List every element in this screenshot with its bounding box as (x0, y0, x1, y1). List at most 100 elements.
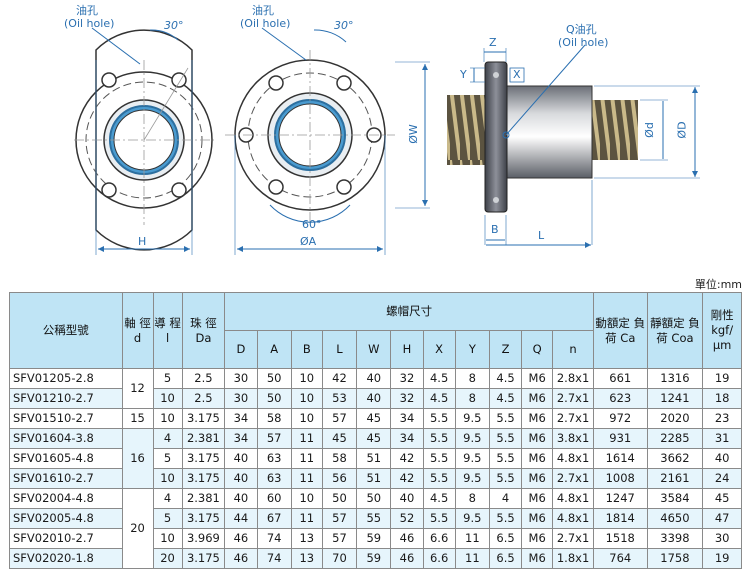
cell-a: 63 (256, 448, 292, 469)
cell-b: 11 (290, 468, 323, 489)
cell-x: 4.5 (422, 488, 456, 509)
header-dynamic: 動額定 負荷 Ca (592, 292, 648, 369)
cell-coa: 3398 (646, 528, 704, 549)
model-cell: SFV01205-2.8 (9, 368, 123, 389)
cell-b: 10 (290, 368, 323, 389)
sub-header: n (552, 330, 594, 369)
cell-d: 30 (224, 368, 258, 389)
cell-n: 4.8x1 (552, 508, 594, 529)
cell-n: 2.7x1 (552, 528, 594, 549)
model-cell: SFV02010-2.7 (9, 528, 123, 549)
cell-w: 55 (356, 508, 392, 529)
cell-lead: 10 (152, 468, 183, 489)
cell-y: 9.5 (454, 508, 490, 529)
cell-x: 5.5 (422, 428, 456, 449)
cell-y: 9.5 (454, 468, 490, 489)
cell-w: 40 (356, 388, 392, 409)
cell-h: 34 (390, 428, 424, 449)
dim-b-label: B (491, 223, 499, 236)
cell-z: 6.5 (488, 548, 523, 569)
cell-w: 51 (356, 468, 392, 489)
dim-a-label: ØA (300, 235, 317, 248)
sub-header: X (422, 330, 456, 369)
cell-b: 10 (290, 388, 323, 409)
cell-h: 42 (390, 468, 424, 489)
shaft-diameter-cell: 16 (121, 428, 154, 489)
cell-n: 1.8x1 (552, 548, 594, 569)
cell-x: 4.5 (422, 368, 456, 389)
cell-x: 5.5 (422, 468, 456, 489)
cell-k: 19 (702, 368, 742, 389)
cell-b: 11 (290, 428, 323, 449)
cell-q: M6 (521, 388, 554, 409)
cell-q: M6 (521, 448, 554, 469)
cell-q: M6 (521, 548, 554, 569)
cell-w: 45 (356, 428, 392, 449)
cell-ca: 623 (592, 388, 648, 409)
cell-da: 3.175 (181, 548, 226, 569)
cell-a: 67 (256, 508, 292, 529)
cell-coa: 4650 (646, 508, 704, 529)
cell-q: M6 (521, 468, 554, 489)
cell-lead: 10 (152, 408, 183, 429)
cell-lead: 10 (152, 528, 183, 549)
cell-h: 32 (390, 388, 424, 409)
cell-da: 3.969 (181, 528, 226, 549)
cell-ca: 661 (592, 368, 648, 389)
cell-q: M6 (521, 368, 554, 389)
cell-a: 58 (256, 408, 292, 429)
cell-k: 24 (702, 468, 742, 489)
cell-da: 2.381 (181, 488, 226, 509)
cell-d: 44 (224, 508, 258, 529)
cell-l: 50 (321, 488, 358, 509)
dim-l-label: L (538, 229, 545, 242)
cell-y: 11 (454, 528, 490, 549)
cell-h: 32 (390, 368, 424, 389)
cell-a: 63 (256, 468, 292, 489)
header-model: 公稱型號 (9, 292, 123, 369)
cell-q: M6 (521, 528, 554, 549)
cell-x: 5.5 (422, 448, 456, 469)
cell-h: 46 (390, 548, 424, 569)
cell-l: 57 (321, 408, 358, 429)
model-cell: SFV02004-4.8 (9, 488, 123, 509)
cell-coa: 1316 (646, 368, 704, 389)
cell-coa: 1241 (646, 388, 704, 409)
sub-header: B (290, 330, 323, 369)
cell-l: 53 (321, 388, 358, 409)
cell-coa: 3662 (646, 448, 704, 469)
unit-label: 單位:mm (694, 278, 742, 291)
technical-drawing: 油孔 (Oil hole) 30° 油孔 (Oil hole) 30° 60° … (0, 0, 750, 275)
shaft-diameter-cell: 15 (121, 408, 154, 429)
cell-y: 9.5 (454, 428, 490, 449)
cell-k: 23 (702, 408, 742, 429)
oil-hole-en-label-1: (Oil hole) (64, 17, 115, 30)
cell-d: 46 (224, 548, 258, 569)
cell-da: 3.175 (181, 508, 226, 529)
cell-d: 40 (224, 468, 258, 489)
header-static: 靜額定 負荷 Coa (646, 292, 704, 369)
dim-bigd-label: ØD (675, 121, 689, 139)
cell-z: 4.5 (488, 388, 523, 409)
cell-l: 57 (321, 508, 358, 529)
cell-ca: 1814 (592, 508, 648, 529)
cell-ca: 1008 (592, 468, 648, 489)
dim-w-label: ØW (406, 124, 420, 144)
cell-ca: 931 (592, 428, 648, 449)
angle-label-2: 30° (334, 19, 354, 32)
oil-hole-en-label-2: (Oil hole) (240, 17, 291, 30)
cell-d: 34 (224, 428, 258, 449)
sub-header: L (321, 330, 358, 369)
cell-h: 46 (390, 528, 424, 549)
front-view-1 (74, 27, 214, 255)
cell-l: 58 (321, 448, 358, 469)
cell-w: 40 (356, 368, 392, 389)
cell-l: 45 (321, 428, 358, 449)
